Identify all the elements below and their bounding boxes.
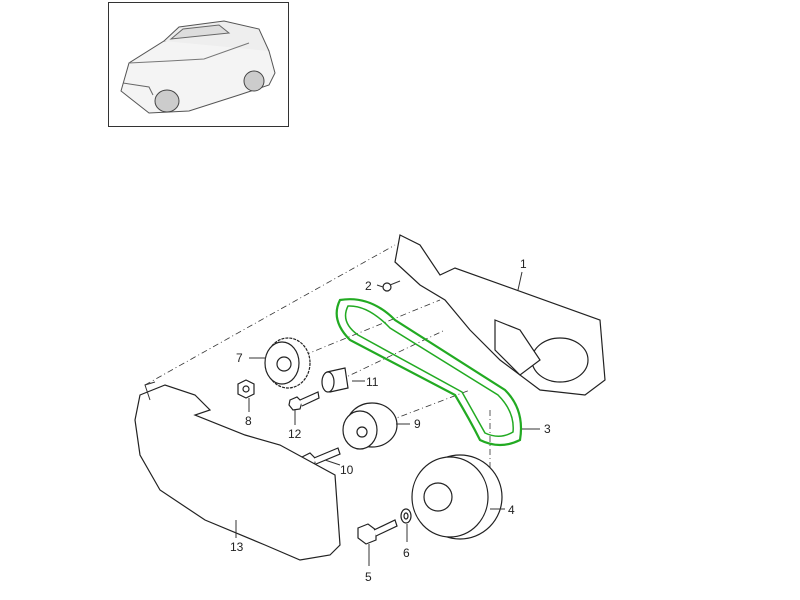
svg-text:3: 3: [544, 422, 551, 436]
assembly-line: [339, 329, 446, 381]
svg-text:7: 7: [236, 351, 243, 365]
callout-2[interactable]: 2: [365, 279, 384, 293]
callout-3[interactable]: 3: [522, 422, 551, 436]
svg-text:9: 9: [414, 417, 421, 431]
vehicle-thumbnail[interactable]: [108, 2, 289, 127]
callout-9[interactable]: 9: [396, 417, 421, 431]
part-6-washer[interactable]: [400, 508, 412, 524]
part-3-timing-belt[interactable]: [335, 298, 523, 447]
part-12-bolt[interactable]: [288, 391, 320, 411]
part-8-nut[interactable]: [237, 379, 255, 399]
part-13-front-cover[interactable]: [134, 381, 341, 561]
callout-12[interactable]: 12: [288, 410, 302, 441]
part-1-rear-cover[interactable]: [394, 234, 606, 396]
callout-6[interactable]: 6: [403, 524, 410, 560]
part-7-sprocket[interactable]: [264, 337, 311, 389]
vehicle-illustration: [120, 20, 276, 114]
svg-text:10: 10: [340, 463, 354, 477]
part-4-crank-pulley[interactable]: [411, 454, 503, 540]
callout-10[interactable]: 10: [324, 459, 354, 477]
assembly-line: [144, 244, 396, 386]
svg-text:8: 8: [245, 414, 252, 428]
svg-text:2: 2: [365, 279, 372, 293]
svg-text:4: 4: [508, 503, 515, 517]
part-2-bolt[interactable]: [382, 280, 401, 292]
part-5-bolt[interactable]: [357, 519, 398, 545]
part-9-tensioner-roller[interactable]: [342, 402, 398, 450]
svg-text:5: 5: [365, 570, 372, 584]
callout-7[interactable]: 7: [236, 351, 266, 365]
callout-1[interactable]: 1: [517, 257, 527, 291]
svg-text:13: 13: [230, 540, 244, 554]
callout-11[interactable]: 11: [352, 375, 379, 389]
svg-text:11: 11: [366, 375, 379, 389]
svg-text:6: 6: [403, 546, 410, 560]
svg-text:12: 12: [288, 427, 302, 441]
callout-13[interactable]: 13: [230, 520, 244, 554]
callout-4[interactable]: 4: [490, 503, 515, 517]
callout-8[interactable]: 8: [245, 398, 252, 428]
svg-text:1: 1: [520, 257, 527, 271]
part-11-spacer-sleeve[interactable]: [321, 367, 349, 393]
callout-5[interactable]: 5: [365, 544, 372, 584]
